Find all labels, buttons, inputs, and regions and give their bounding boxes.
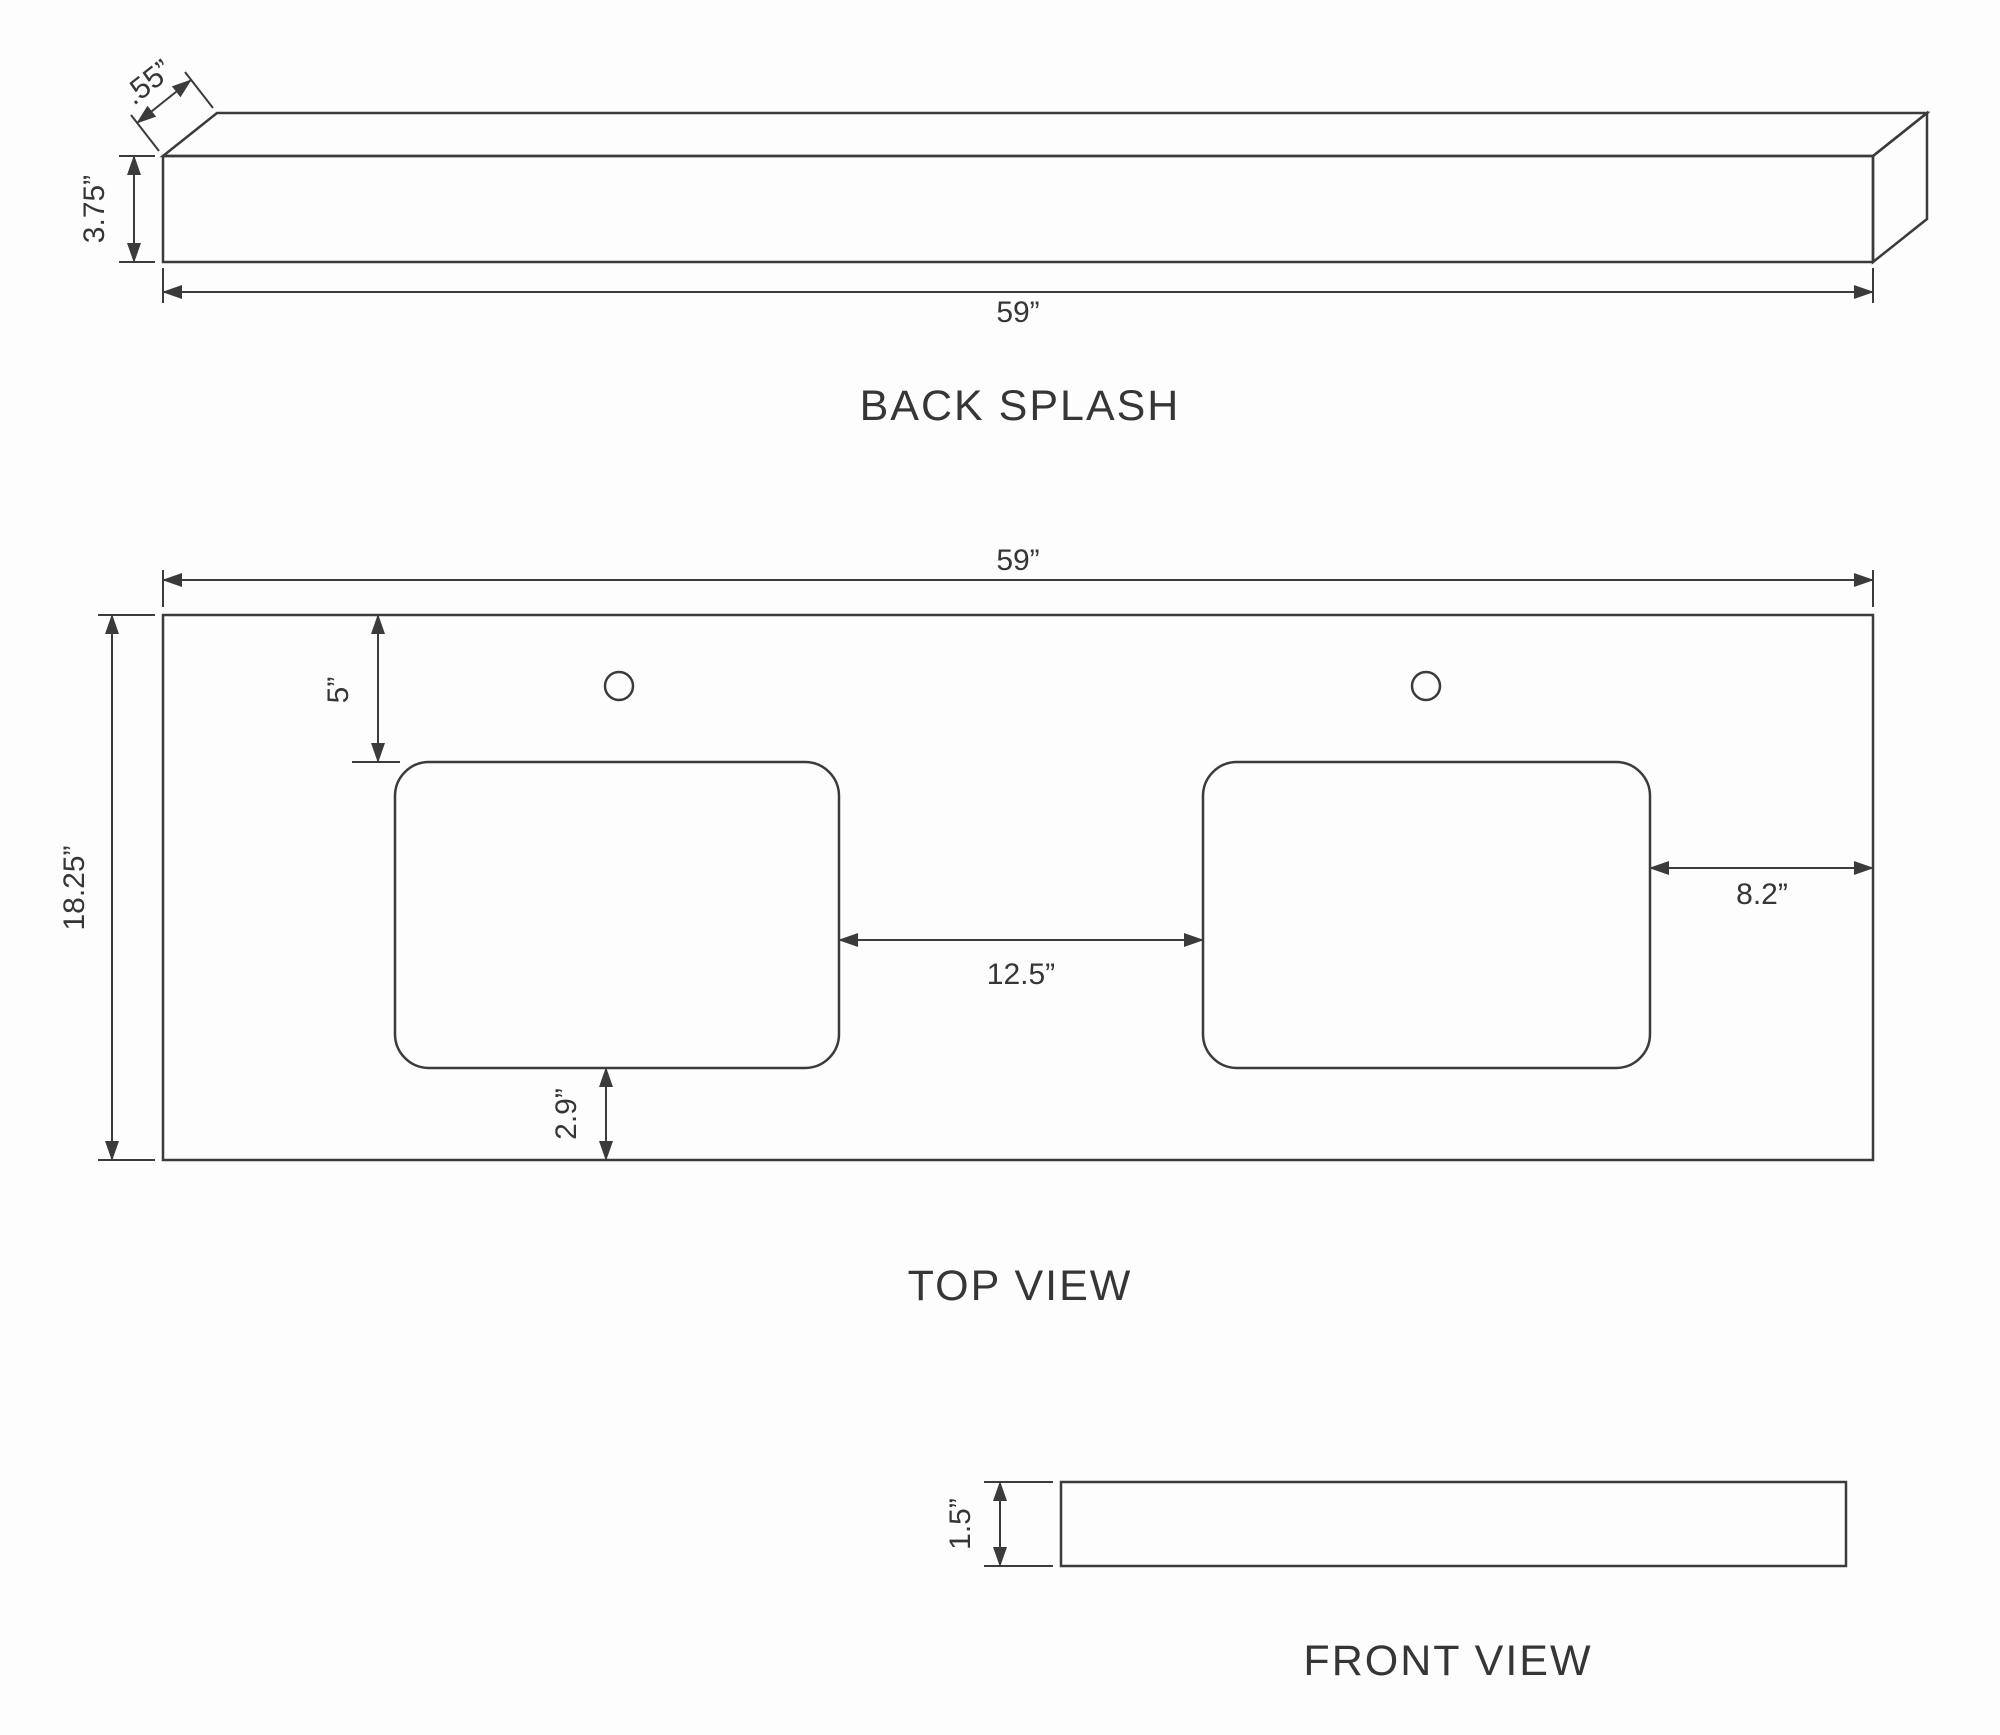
top-view-title: TOP VIEW — [908, 1262, 1133, 1310]
between-sinks-dim-label: 12.5” — [987, 958, 1055, 991]
top-view: 59” 18.25” 5” 12.5” 8.2” 2.9” TOP VIEW — [58, 544, 1875, 1310]
right-sink-cutout — [1201, 760, 1652, 1070]
backsplash-width-dim-label: 59” — [996, 296, 1039, 329]
backsplash-height-dim-label: 3.75” — [78, 175, 111, 243]
front-view: 1.5” FRONT VIEW — [944, 1480, 1848, 1685]
frontview-slab-outline — [1059, 1480, 1848, 1568]
backsplash-right-face — [1871, 110, 1929, 265]
backsplash-depth-ext-line-2 — [184, 71, 214, 109]
thickness-dim-label: 1.5” — [944, 1498, 977, 1550]
right-faucet-hole — [1410, 670, 1442, 702]
topview-depth-dim-label: 18.25” — [58, 845, 91, 930]
faucet-offset-dim-label: 5” — [322, 677, 355, 704]
front-margin-dim-label: 2.9” — [550, 1088, 583, 1140]
topview-width-dim-label: 59” — [996, 544, 1039, 577]
backsplash-view-title: BACK SPLASH — [860, 382, 1181, 430]
backsplash-front-face — [161, 154, 1875, 264]
left-sink-cutout — [393, 760, 841, 1070]
backsplash-depth-dim-label: .55” — [118, 54, 179, 112]
left-faucet-hole — [603, 670, 635, 702]
backsplash-view: .55” 3.75” 59” BACK SPLASH — [78, 54, 1931, 430]
backsplash-depth-ext-line-1 — [130, 114, 160, 152]
front-view-title: FRONT VIEW — [1303, 1637, 1592, 1685]
backsplash-depth-dim-line — [136, 79, 192, 124]
backsplash-top-face — [159, 111, 1931, 158]
right-margin-dim-label: 8.2” — [1736, 878, 1788, 911]
countertop-outline — [161, 613, 1875, 1162]
